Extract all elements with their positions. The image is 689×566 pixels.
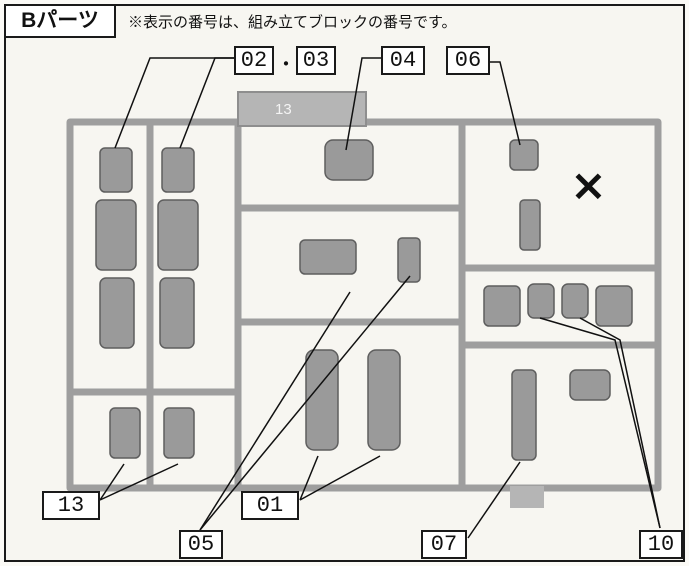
label-01: 01: [241, 491, 299, 520]
runner-tag: [237, 91, 367, 127]
excluded-x-mark: ×: [570, 160, 607, 211]
label-07: 07: [421, 530, 467, 559]
runner-frame: [66, 118, 662, 492]
label-05: 05: [179, 530, 223, 559]
label-13: 13: [42, 491, 100, 520]
label-06: 06: [446, 46, 490, 75]
assembly-note: ※表示の番号は、組み立てブロックの番号です。: [128, 14, 457, 31]
label-04: 04: [381, 46, 425, 75]
part-silhouettes: [95, 139, 633, 461]
label-10: 10: [639, 530, 683, 559]
parts-group-title: Bパーツ: [6, 6, 116, 38]
label-03: 03: [296, 46, 336, 75]
runner-tab: [510, 486, 544, 508]
runner-number: 13: [275, 101, 292, 118]
label-separator: ・: [276, 54, 296, 76]
label-02: 02: [234, 46, 274, 75]
leader-lines: [99, 57, 661, 539]
